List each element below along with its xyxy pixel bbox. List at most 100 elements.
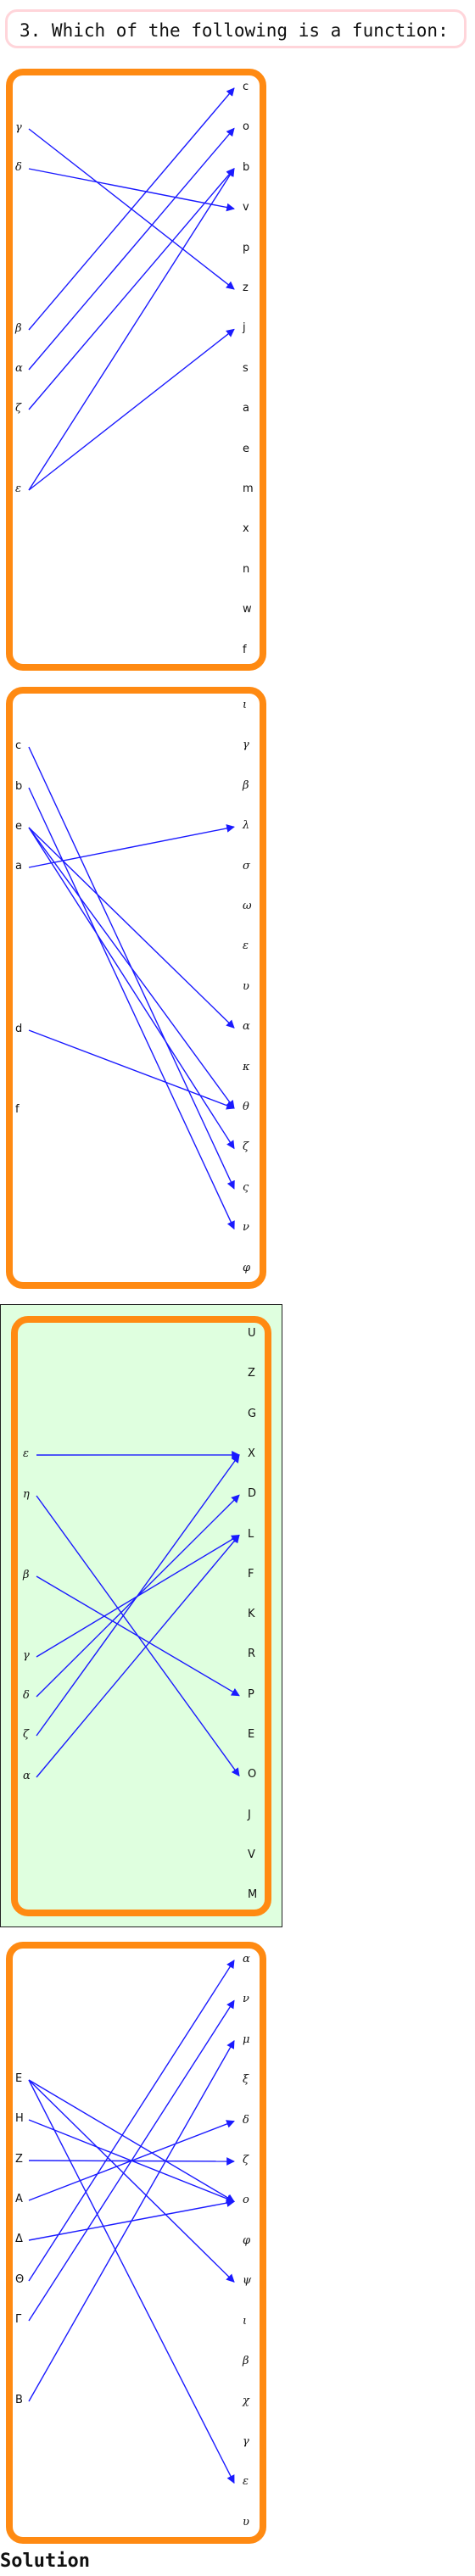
mapping-diagram-3[interactable] — [11, 1316, 271, 1916]
mapping-arrow — [28, 2079, 235, 2484]
mapping-diagram-4[interactable] — [6, 1942, 266, 2544]
codomain-label: x — [243, 522, 249, 536]
mapping-arrow — [28, 787, 235, 1230]
domain-label: ζ — [15, 402, 22, 415]
domain-label: Z — [15, 2153, 23, 2166]
codomain-label: c — [243, 81, 249, 93]
codomain-label: ι — [243, 2314, 248, 2328]
codomain-label: w — [243, 603, 252, 616]
domain-label: α — [15, 362, 23, 375]
mapping-arrow — [28, 1029, 235, 1110]
mapping-arrow — [28, 1960, 235, 2282]
mapping-arrow — [28, 167, 235, 491]
domain-label: Γ — [15, 2313, 22, 2326]
codomain-label: ς — [243, 1180, 249, 1194]
mapping-arrow — [36, 1534, 240, 1778]
codomain-label: U — [248, 1327, 256, 1340]
question-box: 3. Which of the following is a function: — [5, 9, 467, 48]
codomain-label: b — [243, 160, 250, 174]
domain-label: f — [15, 1103, 20, 1116]
codomain-label: γ — [243, 739, 249, 752]
domain-label: γ — [15, 121, 22, 134]
codomain-label: V — [248, 1848, 255, 1861]
mapping-arrow — [28, 168, 235, 212]
codomain-label: v — [243, 201, 249, 215]
codomain-label: φ — [243, 2233, 251, 2247]
codomain-label: Z — [248, 1367, 255, 1380]
mapping-arrow — [28, 2079, 235, 2203]
codomain-label: K — [248, 1608, 255, 1621]
domain-label: β — [15, 322, 22, 335]
codomain-label: ζ — [243, 1140, 249, 1154]
codomain-label: κ — [243, 1060, 250, 1073]
domain-label: β — [23, 1569, 30, 1581]
mapping-arrow — [28, 2039, 235, 2402]
codomain-label: m — [243, 482, 254, 495]
domain-label: E — [15, 2072, 23, 2085]
domain-label: Δ — [15, 2233, 23, 2245]
codomain-label: θ — [243, 1101, 249, 1113]
domain-label: B — [15, 2394, 23, 2406]
mapping-arrow — [36, 1575, 240, 1697]
domain-label: d — [15, 1023, 23, 1035]
domain-label: c — [15, 739, 22, 752]
codomain-label: ζ — [243, 2154, 249, 2166]
mapping-arrow — [28, 328, 235, 491]
codomain-label: ψ — [243, 2274, 252, 2288]
domain-label: γ — [23, 1649, 30, 1662]
domain-label: H — [15, 2112, 24, 2125]
codomain-label: α — [243, 1953, 250, 1965]
mapping-diagram-1[interactable] — [6, 69, 266, 671]
codomain-label: ω — [243, 900, 252, 912]
domain-label: b — [15, 780, 23, 793]
codomain-label: z — [243, 282, 249, 294]
codomain-label: χ — [243, 2395, 249, 2408]
codomain-label: δ — [243, 2113, 249, 2127]
domain-label: ζ — [23, 1728, 30, 1741]
codomain-label: s — [243, 361, 249, 375]
domain-label: α — [23, 1770, 31, 1782]
selected-answer-highlight — [0, 1304, 282, 1927]
codomain-label: β — [243, 2355, 249, 2367]
mapping-arrow — [36, 1454, 240, 1737]
codomain-label: λ — [243, 819, 250, 833]
codomain-label: ο — [243, 2194, 249, 2207]
codomain-label: ε — [243, 2475, 249, 2489]
codomain-label: ε — [243, 940, 249, 953]
codomain-label: e — [243, 442, 249, 455]
codomain-label: X — [248, 1447, 255, 1460]
codomain-label: a — [243, 402, 249, 415]
mapping-arrow — [28, 1999, 235, 2322]
domain-label: a — [15, 860, 22, 873]
codomain-label: j — [243, 321, 246, 335]
mapping-arrow — [28, 827, 235, 1150]
codomain-label: υ — [243, 979, 249, 993]
codomain-label: M — [248, 1888, 258, 1902]
domain-label: ε — [23, 1447, 29, 1460]
codomain-label: L — [248, 1527, 254, 1541]
codomain-label: J — [248, 1808, 251, 1821]
mapping-arrow — [28, 827, 235, 1029]
codomain-label: D — [248, 1487, 257, 1501]
domain-label: δ — [15, 161, 22, 174]
codomain-label: o — [243, 120, 249, 134]
codomain-label: α — [243, 1020, 250, 1034]
codomain-label: E — [248, 1728, 255, 1741]
codomain-label: n — [243, 562, 250, 576]
domain-label: Θ — [15, 2273, 25, 2286]
mapping-arrow — [28, 824, 235, 868]
codomain-label: γ — [243, 2434, 249, 2448]
domain-label: η — [23, 1488, 30, 1501]
domain-label: e — [15, 820, 22, 833]
codomain-label: ξ — [243, 2073, 249, 2087]
codomain-label: O — [248, 1768, 257, 1781]
solution-heading: Solution — [0, 2551, 90, 2572]
codomain-label: β — [243, 778, 249, 792]
codomain-label: F — [248, 1567, 254, 1581]
domain-label: δ — [23, 1689, 30, 1702]
codomain-label: ν — [243, 1221, 249, 1235]
codomain-label: υ — [243, 2515, 249, 2529]
codomain-label: σ — [243, 859, 250, 873]
codomain-label: G — [248, 1407, 257, 1420]
mapping-diagram-2[interactable] — [6, 687, 266, 1289]
